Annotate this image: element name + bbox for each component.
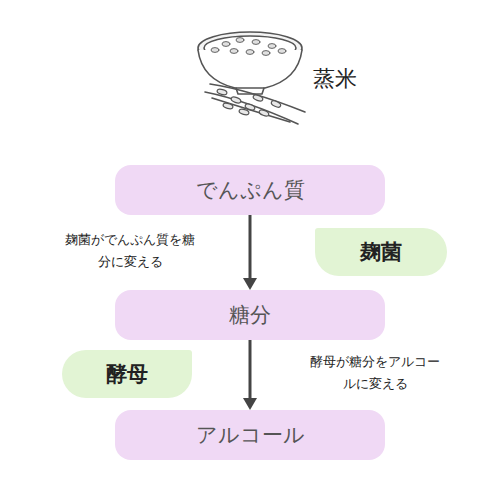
callout-bubble: 酵母 bbox=[62, 350, 192, 398]
flow-arrow bbox=[243, 215, 257, 290]
node-text: でんぷん質 bbox=[196, 176, 305, 204]
arrow-head bbox=[243, 398, 257, 410]
node-text: 酵母 bbox=[106, 360, 148, 388]
flow-arrow bbox=[243, 340, 257, 410]
arrow-head bbox=[243, 278, 257, 290]
node-text: 糖分 bbox=[229, 301, 271, 329]
edge-label: 麹菌がでんぷん質を糖分に変える bbox=[60, 229, 200, 273]
callout-bubble: 麹菌 bbox=[315, 228, 447, 276]
node-text: 麹菌 bbox=[360, 238, 402, 266]
illustration-label: 蒸米 bbox=[313, 64, 357, 94]
process-box: でんぷん質 bbox=[115, 165, 385, 215]
process-box: 糖分 bbox=[115, 290, 385, 340]
node-text: アルコール bbox=[196, 421, 305, 449]
edge-label: 酵母が糖分をアルコールに変える bbox=[305, 351, 445, 395]
process-box: アルコール bbox=[115, 410, 385, 460]
